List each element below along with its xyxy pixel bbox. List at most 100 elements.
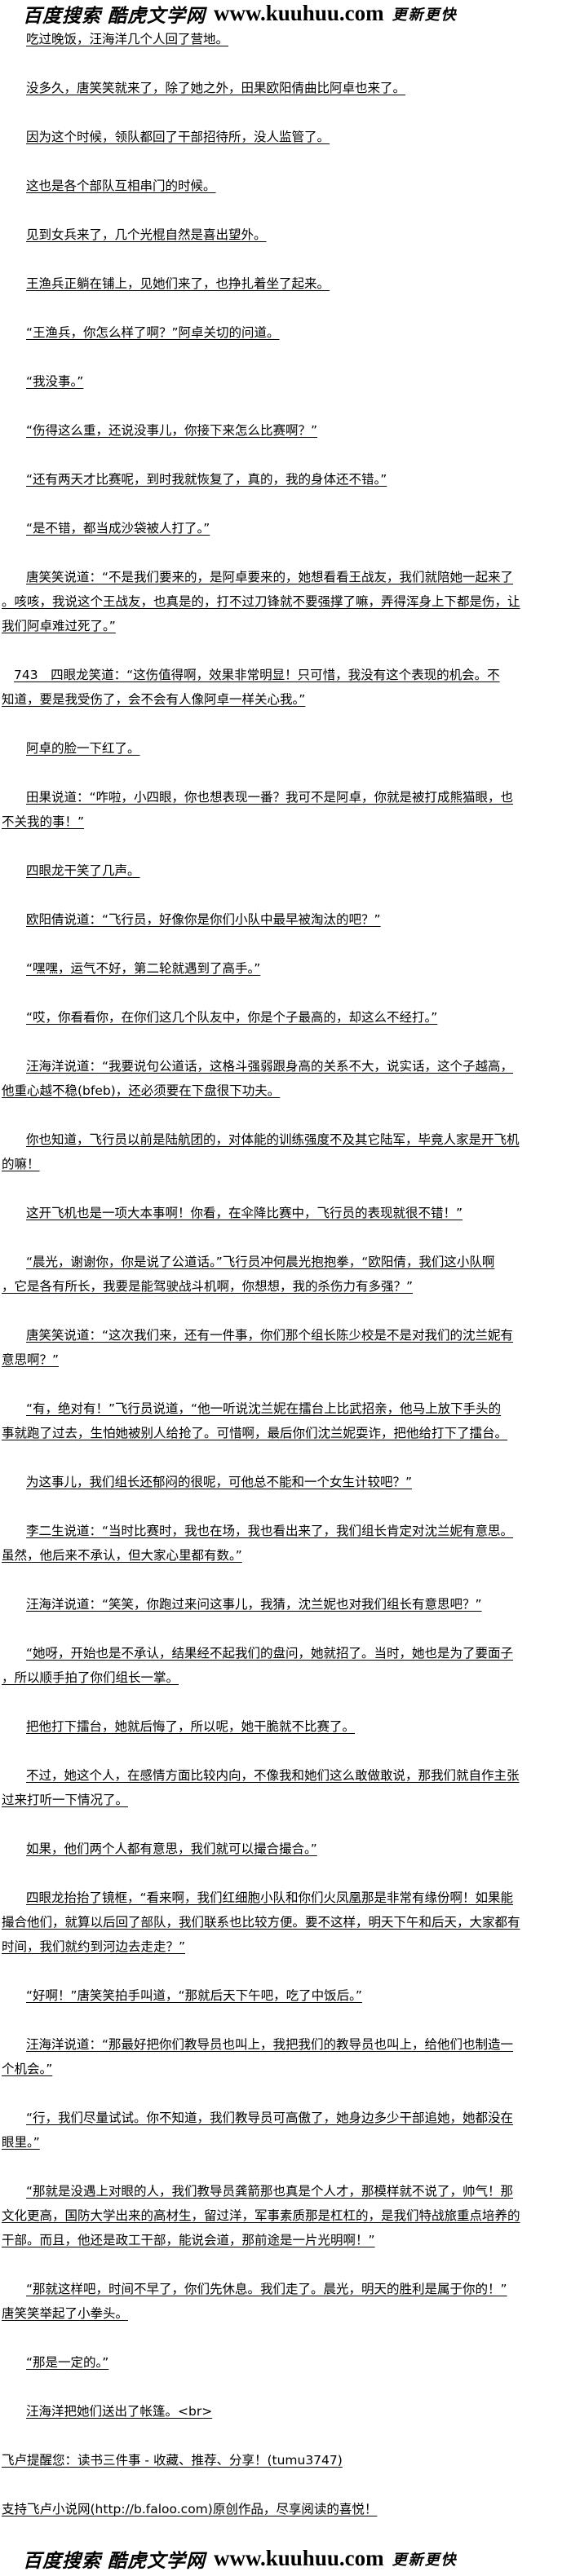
paragraph: “晨光，谢谢你，你是说了公道话。”飞行员冲何晨光抱抱拳，“欧阳倩，我们这小队啊，… <box>0 1250 571 1299</box>
text-line-content: “还有两天才比赛呢，到时我就恢复了，真的，我的身体还不错。” <box>26 472 387 487</box>
banner-search-label: 百度搜索 <box>23 4 101 27</box>
paragraph: “哎，你看看你，在你们这几个队友中，你是个子最高的，却这么不经打。” <box>0 1005 571 1030</box>
text-line: 因为这个时候，领队都回了干部招待所，没人监管了。 <box>0 125 571 149</box>
text-line-content: 眼里。” <box>2 2135 40 2150</box>
paragraph: 因为这个时候，领队都回了干部招待所，没人监管了。 <box>0 125 571 149</box>
text-line: “那就这样吧，时间不早了，你们先休息。我们走了。晨光，明天的胜利是属于你的！” <box>0 2277 571 2301</box>
text-line-content: 这开飞机也是一项大本事啊！你看，在伞降比赛中，飞行员的表现就很不错！” <box>26 1206 463 1220</box>
text-line: 知道，要是我受伤了，会不会有人像阿卓一样关心我。” <box>0 687 571 712</box>
text-line: “晨光，谢谢你，你是说了公道话。”飞行员冲何晨光抱抱拳，“欧阳倩，我们这小队啊 <box>0 1250 571 1274</box>
text-line-content: 吃过晚饭，汪海洋几个人回了营地。 <box>26 32 229 46</box>
text-line: “哎，你看看你，在你们这几个队友中，你是个子最高的，却这么不经打。” <box>0 1005 571 1030</box>
text-line-content: 他重心越不稳(bfeb)，还必须要在下盘很下功夫。 <box>2 1083 281 1098</box>
paragraph: 王渔兵正躺在铺上，见她们来了，也挣扎着坐了起来。 <box>0 271 571 296</box>
paragraph: 汪海洋说道：“笑笑，你跑过来问这事儿，我猜，沈兰妮也对我们组长有意思吧？” <box>0 1592 571 1617</box>
text-line-content: “哎，你看看你，在你们这几个队友中，你是个子最高的，却这么不经打。” <box>26 1010 438 1025</box>
text-line: 田果说道：“咋啦，小四眼，你也想表现一番？我可不是阿卓，你就是被打成熊猫眼，也 <box>0 785 571 809</box>
text-line: 四眼龙干笑了几声。 <box>0 858 571 883</box>
site-banner-bottom: 百度搜索 酷虎文学网 www.kuuhuu.com 更新更快 <box>0 2545 458 2572</box>
text-line: “伤得这么重，还说没事儿，你接下来怎么比赛啊？” <box>0 418 571 443</box>
text-line: 个机会。” <box>0 2057 571 2081</box>
text-line: “是不错，都当成沙袋被人打了。” <box>0 516 571 540</box>
text-line: 。咳咳，我说这个王战友，也真是的，打不过刀锋就不要强撑了嘛，弄得浑身上下都是伤，… <box>0 589 571 614</box>
text-line-content: “我没事。” <box>26 374 84 389</box>
text-line-content: “那就这样吧，时间不早了，你们先休息。我们走了。晨光，明天的胜利是属于你的！” <box>26 2282 507 2296</box>
paragraph: “伤得这么重，还说没事儿，你接下来怎么比赛啊？” <box>0 418 571 443</box>
paragraph: 如果，他们两个人都有意思，我们就可以撮合撮合。” <box>0 1837 571 1861</box>
text-line: 阿卓的脸一下红了。 <box>0 736 571 761</box>
paragraph: 汪海洋说道：“我要说句公道话，这格斗强弱跟身高的关系不大，说实话，这个子越高， 他… <box>0 1054 571 1103</box>
text-line: 汪海洋说道：“笑笑，你跑过来问这事儿，我猜，沈兰妮也对我们组长有意思吧？” <box>0 1592 571 1617</box>
text-line: 见到女兵来了，几个光棍自然是喜出望外。 <box>0 223 571 247</box>
text-line-content: “王渔兵，你怎么样了啊？”阿卓关切的问道。 <box>26 325 280 340</box>
text-line-content: 不关我的事！” <box>2 814 85 829</box>
text-line: 撮合他们，就算以后回了部队，我们联系也比较方便。要不这样，明天下午和后天，大家都… <box>0 1910 571 1934</box>
paragraph: 吃过晚饭，汪海洋几个人回了营地。 <box>0 27 571 51</box>
text-line-content: “那是一定的。” <box>26 2355 109 2370</box>
text-line: “我没事。” <box>0 369 571 394</box>
text-line-content: 王渔兵正躺在铺上，见她们来了，也挣扎着坐了起来。 <box>26 276 330 291</box>
text-line-content: 事就跑了过去，生怕她被别人给抢了。可惜啊，最后你们沈兰妮耍诈，把他给打下了擂台。 <box>2 1426 508 1440</box>
banner-search-label: 百度搜索 <box>23 2549 101 2572</box>
text-line-content: 文化更高，国防大学出来的高材生，留过洋，军事素质那是杠杠的，是我们特战旅重点培养… <box>2 2208 520 2223</box>
text-line-content: “嘿嘿，运气不好，第二轮就遇到了高手。” <box>26 961 261 976</box>
text-line: 如果，他们两个人都有意思，我们就可以撮合撮合。” <box>0 1837 571 1861</box>
text-line: 王渔兵正躺在铺上，见她们来了，也挣扎着坐了起来。 <box>0 271 571 296</box>
text-line-content: 撮合他们，就算以后回了部队，我们联系也比较方便。要不这样，明天下午和后天，大家都… <box>2 1915 520 1930</box>
text-line: 唐笑笑说道：“不是我们要来的，是阿卓要来的，她想看看王战友，我们就陪她一起来了 <box>0 565 571 589</box>
paragraph: 没多久，唐笑笑就来了，除了她之外，田果欧阳倩曲比阿卓也来了。 <box>0 76 571 100</box>
text-line-content: 干部。而且，他还是政工干部，能说会道，那前途是一片光明啊！” <box>2 2233 375 2247</box>
banner-url: www.kuuhuu.com <box>214 2546 384 2570</box>
text-line: “还有两天才比赛呢，到时我就恢复了，真的，我的身体还不错。” <box>0 467 571 492</box>
text-line-content: 如果，他们两个人都有意思，我们就可以撮合撮合。” <box>26 1842 317 1856</box>
paragraph: “王渔兵，你怎么样了啊？”阿卓关切的问道。 <box>0 320 571 345</box>
text-line-content: 唐笑笑说道：“这次我们来，还有一件事，你们那个组长陈少校是不是对我们的沈兰妮有 <box>26 1328 514 1343</box>
text-line: “好啊！”唐笑笑拍手叫道，“那就后天下午吧，吃了中饭后。” <box>0 1983 571 2008</box>
text-line-content: 支持飞卢小说网(http://b.faloo.com)原创作品，尽享阅读的喜悦！ <box>2 2502 378 2516</box>
text-line-content: 见到女兵来了，几个光棍自然是喜出望外。 <box>26 227 267 242</box>
text-line-content: 因为这个时候，领队都回了干部招待所，没人监管了。 <box>26 130 330 144</box>
text-line: 这也是各个部队互相串门的时候。 <box>0 174 571 198</box>
text-line-content: 没多久，唐笑笑就来了，除了她之外，田果欧阳倩曲比阿卓也来了。 <box>26 81 406 95</box>
paragraph: 不过，她这个人，在感情方面比较内向，不像我和她们这么敢做敢说，那我们就自作主张过… <box>0 1763 571 1812</box>
text-line: 过来打听一下情况了。 <box>0 1788 571 1812</box>
text-line: 我们阿卓难过死了。” <box>0 614 571 638</box>
text-line-content: 不过，她这个人，在感情方面比较内向，不像我和她们这么敢做敢说，那我们就自作主张 <box>26 1768 520 1783</box>
text-line: 李二生说道：“当时比赛时，我也在场，我也看出来了，我们组长肯定对沈兰妮有意思。 <box>0 1519 571 1543</box>
text-line-content: 时间，我们就约到河边去走走？” <box>2 1939 186 1954</box>
paragraph: “好啊！”唐笑笑拍手叫道，“那就后天下午吧，吃了中饭后。” <box>0 1983 571 2008</box>
text-line: 的嘛！ <box>0 1152 571 1176</box>
text-line: 欧阳倩说道：“飞行员，好像你是你们小队中最早被淘汰的吧？” <box>0 907 571 932</box>
text-line: “王渔兵，你怎么样了啊？”阿卓关切的问道。 <box>0 320 571 345</box>
chapter-text: 吃过晚饭，汪海洋几个人回了营地。没多久，唐笑笑就来了，除了她之外，田果欧阳倩曲比… <box>0 27 571 2521</box>
text-line: 支持飞卢小说网(http://b.faloo.com)原创作品，尽享阅读的喜悦！ <box>0 2497 571 2521</box>
text-line: 虽然，他后来不承认，但大家心里都有数。” <box>0 1543 571 1568</box>
text-line: 飞卢提醒您：读书三件事 - 收藏、推荐、分享！(tumu3747) <box>0 2448 571 2472</box>
text-line: ，所以顺手拍了你们组长一掌。 <box>0 1665 571 1690</box>
paragraph: 见到女兵来了，几个光棍自然是喜出望外。 <box>0 223 571 247</box>
paragraph: 李二生说道：“当时比赛时，我也在场，我也看出来了，我们组长肯定对沈兰妮有意思。虽… <box>0 1519 571 1568</box>
text-line: 为这事儿，我们组长还郁闷的很呢，可他总不能和一个女生计较吧？” <box>0 1470 571 1494</box>
paragraph: 汪海洋把她们送出了帐篷。<br> <box>0 2399 571 2424</box>
text-line-content: “伤得这么重，还说没事儿，你接下来怎么比赛啊？” <box>26 423 318 438</box>
text-line-content: 意思啊？” <box>2 1352 60 1367</box>
paragraph: 四眼龙抬抬了镜框，“看来啊，我们红细胞小队和你们火凤凰那是非常有缘份啊！如果能撮… <box>0 1886 571 1959</box>
banner-url: www.kuuhuu.com <box>214 1 384 25</box>
text-line-content: “那就是没遇上对眼的人，我们教导员龚箭那也真是个人才，那模样就不说了，帅气！那 <box>26 2184 514 2199</box>
text-line-content: 汪海洋说道：“我要说句公道话，这格斗强弱跟身高的关系不大，说实话，这个子越高， <box>26 1059 514 1074</box>
text-line: “有，绝对有！”飞行员说道，“他一听说沈兰妮在擂台上比武招亲，他马上放下手头的 <box>0 1396 571 1421</box>
text-line-content: 唐笑笑说道：“不是我们要来的，是阿卓要来的，她想看看王战友，我们就陪她一起来了 <box>26 570 514 584</box>
paragraph: 743 四眼龙笑道：“这伤值得啊，效果非常明显！只可惜，我没有这个表现的机会。不… <box>0 663 571 712</box>
text-line: “那是一定的。” <box>0 2350 571 2375</box>
paragraph: 这也是各个部队互相串门的时候。 <box>0 174 571 198</box>
paragraph: 为这事儿，我们组长还郁闷的很呢，可他总不能和一个女生计较吧？” <box>0 1470 571 1494</box>
text-line-content: “是不错，都当成沙袋被人打了。” <box>26 521 210 536</box>
text-line: 眼里。” <box>0 2130 571 2155</box>
text-line: 把他打下擂台，她就后悔了，所以呢，她干脆就不比赛了。 <box>0 1714 571 1739</box>
paragraph: 唐笑笑说道：“不是我们要来的，是阿卓要来的，她想看看王战友，我们就陪她一起来了。… <box>0 565 571 638</box>
paragraph: “那是一定的。” <box>0 2350 571 2375</box>
text-line-content: “行，我们尽量试试。你不知道，我们教导员可高傲了，她身边多少干部追她，她都没在 <box>26 2111 514 2125</box>
paragraph: 汪海洋说道：“那最好把你们教导员也叫上，我把我们的教导员也叫上，给他们也制造一个… <box>0 2032 571 2081</box>
paragraph: 你也知道，飞行员以前是陆航团的，对体能的训练强度不及其它陆军，毕竟人家是开飞机的… <box>0 1127 571 1176</box>
text-line-content: 这也是各个部队互相串门的时候。 <box>26 179 216 193</box>
